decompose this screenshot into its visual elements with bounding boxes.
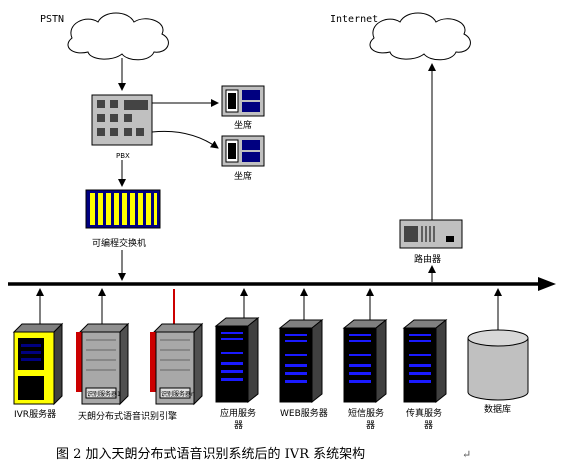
pbx-label: PBX bbox=[116, 152, 130, 160]
asr-server-1 bbox=[76, 322, 130, 406]
pbx-seat2-link bbox=[151, 130, 219, 149]
ivr-server bbox=[12, 322, 64, 406]
server-label-app-2: 器 bbox=[234, 420, 243, 431]
seat-terminal-1 bbox=[221, 85, 265, 117]
server-label-fax-2: 器 bbox=[424, 420, 433, 431]
database-cylinder bbox=[467, 329, 529, 401]
router-label: 路由器 bbox=[414, 253, 441, 265]
router-device bbox=[399, 219, 463, 249]
seat-label-1: 坐席 bbox=[234, 119, 252, 131]
asr-server-n-inner-label: 识别服务器n bbox=[161, 390, 195, 398]
web-server bbox=[278, 318, 324, 404]
server-label-sms-2: 器 bbox=[366, 420, 375, 431]
internet-label: Internet bbox=[330, 14, 378, 25]
pstn-label: PSTN bbox=[40, 14, 64, 25]
switch-label: 可编程交换机 bbox=[92, 237, 146, 249]
server-label-ivr: IVR服务器 bbox=[14, 408, 56, 420]
server-label-fax-1: 传真服务 bbox=[406, 407, 442, 419]
figure-caption: 图 2 加入天朗分布式语音识别系统后的 IVR 系统架构 bbox=[56, 446, 365, 462]
app-server bbox=[214, 316, 260, 404]
sms-server bbox=[342, 318, 388, 404]
fax-server bbox=[402, 318, 448, 404]
seat-terminal-2 bbox=[221, 135, 265, 167]
bus-arrowhead bbox=[538, 277, 556, 291]
server-label-app-1: 应用服务 bbox=[220, 407, 256, 419]
asr-server-1-inner-label: 识别服务器1 bbox=[87, 390, 121, 398]
paragraph-mark-icon: ↵ bbox=[462, 448, 471, 461]
asr-server-n bbox=[150, 322, 204, 406]
programmable-switch bbox=[85, 189, 161, 229]
server-label-web: WEB服务器 bbox=[280, 407, 328, 419]
pbx-device bbox=[91, 94, 153, 146]
server-label-db: 数据库 bbox=[484, 403, 511, 415]
internet-cloud bbox=[369, 12, 471, 61]
server-label-asr-engine: 天朗分布式语音识别引擎 bbox=[78, 410, 177, 422]
server-label-sms-1: 短信服务 bbox=[348, 407, 384, 419]
pstn-cloud bbox=[67, 12, 169, 61]
seat-label-2: 坐席 bbox=[234, 170, 252, 182]
